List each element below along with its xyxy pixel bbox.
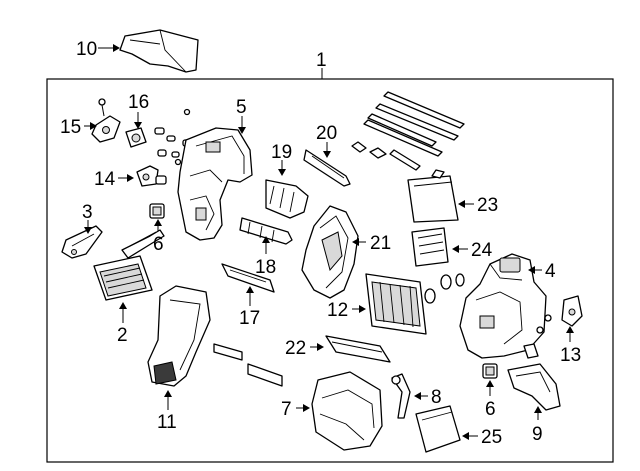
part-4-hvac-case [459,253,552,359]
part-15-motor-bracket [91,98,121,143]
part-6-seal-upper [149,203,165,219]
callout-6-lower: 6 [485,399,496,420]
part-17-door [221,263,275,293]
part-21-case-seal [301,205,359,299]
part-20-strip-door [303,149,351,187]
callout-23: 23 [477,195,498,216]
callout-2: 2 [117,325,128,346]
part-19-door [265,179,309,219]
callout-8: 8 [431,387,442,408]
callout-22: 22 [285,338,306,359]
part-8-drain-hose [391,373,411,419]
part-18-door [239,217,293,245]
part-16-actuator [125,127,147,148]
callout-18: 18 [255,257,276,278]
callout-20: 20 [316,123,337,144]
part-6-seal-lower [482,363,498,379]
case-fittings [523,343,539,359]
part-14-linkage [136,165,167,187]
callout-17: 17 [239,308,260,329]
callout-10: 10 [76,39,97,60]
callout-14: 14 [94,169,116,190]
callout-3: 3 [82,202,93,223]
callout-12: 12 [327,300,348,321]
callout-24: 24 [471,240,493,261]
callout-25: 25 [481,427,502,448]
part-9-rear-duct [507,363,561,411]
part-25-insulator [415,405,461,453]
part-24-filter [411,227,449,267]
part-11-floor-duct [147,285,211,387]
part-12-evaporator [365,273,427,335]
callout-5: 5 [236,97,247,118]
callout-9: 9 [532,424,543,445]
callout-6-upper: 6 [153,234,164,255]
mode-doors-lower [213,343,283,387]
part-2-heater-core [93,229,165,301]
assembly-frame [46,78,614,463]
callout-1: 1 [316,50,327,71]
part-5-housing [177,127,253,241]
expansion-valve-parts [424,273,465,304]
callout-16: 16 [128,92,149,113]
callout-11: 11 [157,412,177,433]
part-10-duct-cover [119,29,199,73]
part-7-lower-case [311,371,383,451]
callout-21: 21 [370,233,391,254]
part-3-bracket [61,225,103,259]
callout-13: 13 [560,345,581,366]
callout-labels: 1 10 16 15 5 14 3 6 2 11 19 20 18 17 21 … [60,39,581,448]
callout-15: 15 [60,117,81,138]
part-22-drain-pan [325,335,391,363]
part-23-filter-cover [407,169,459,223]
part-13-actuator-bracket [561,295,583,327]
seal-strips [351,91,465,171]
callout-19: 19 [271,142,292,163]
callout-4: 4 [545,261,556,282]
callout-7: 7 [281,399,292,420]
